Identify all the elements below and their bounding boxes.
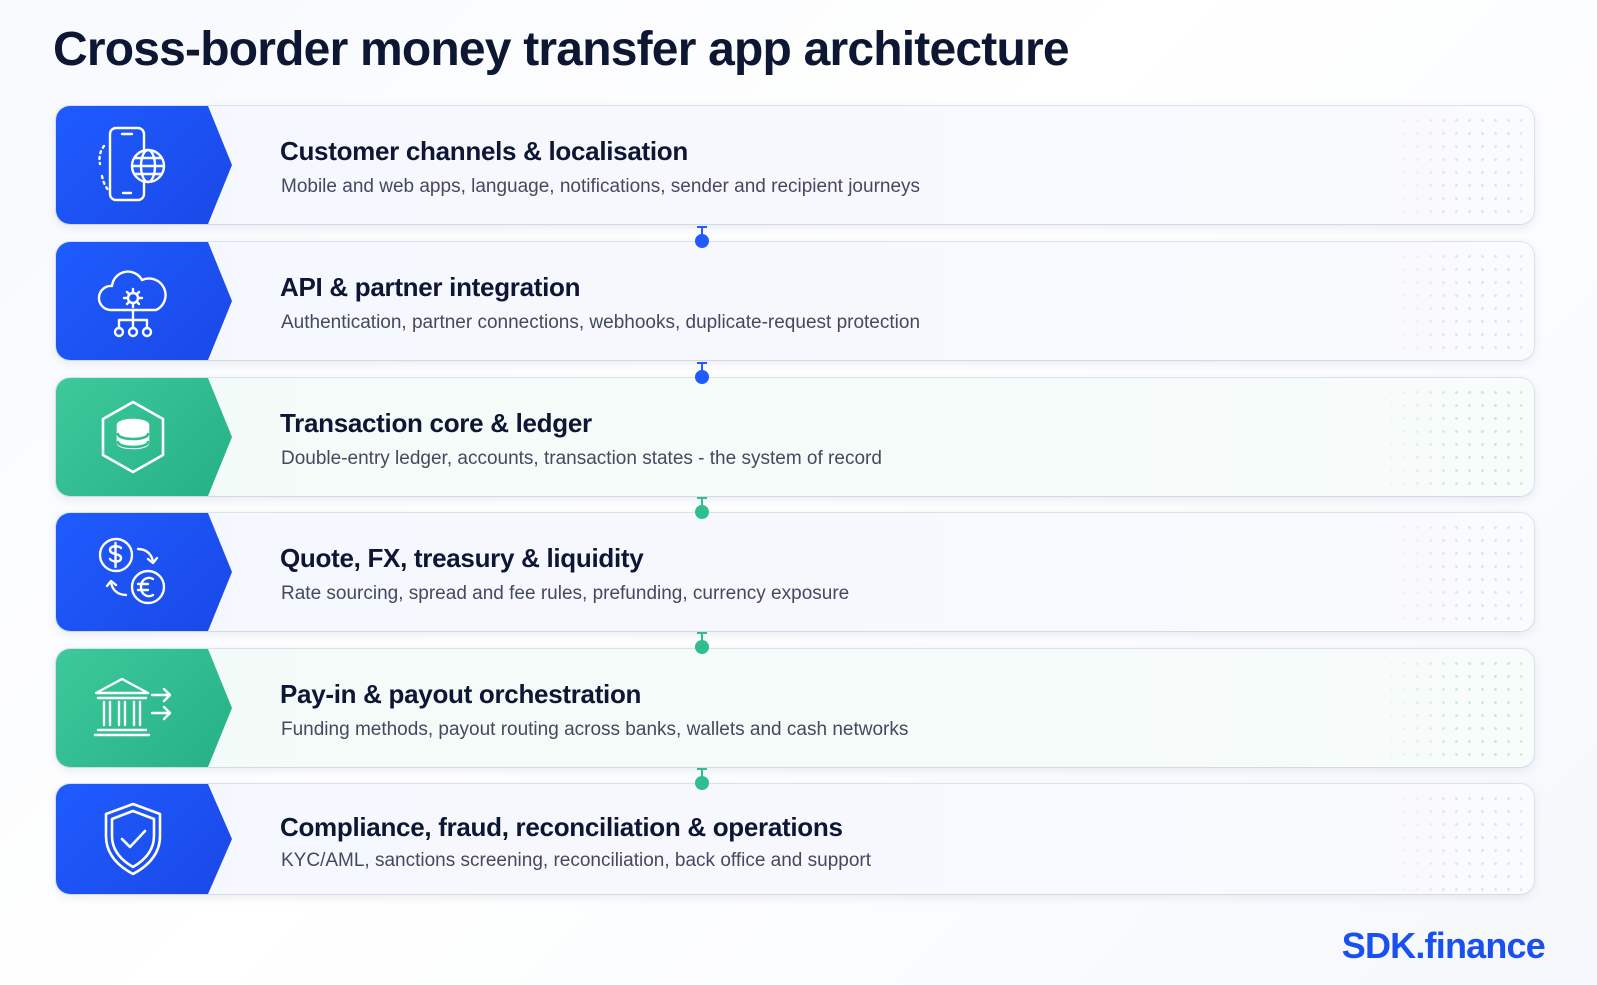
layer-icon-tab xyxy=(56,649,232,767)
layer-icon-tab xyxy=(56,242,232,360)
layer-icon-tab xyxy=(56,513,232,631)
layer-title: Transaction core & ledger xyxy=(280,408,592,438)
page-title: Cross-border money transfer app architec… xyxy=(53,23,1070,76)
connector-5 xyxy=(695,768,709,790)
layer-description: Double-entry ledger, accounts, transacti… xyxy=(281,448,882,469)
currency-exchange-icon xyxy=(98,537,166,605)
layer-description: Mobile and web apps, language, notificat… xyxy=(281,176,921,197)
brand-logo: SDK.finance xyxy=(1341,925,1546,966)
database-hexagon-icon xyxy=(101,400,165,474)
layer-title: API & partner integration xyxy=(280,272,581,302)
layer-transaction-core: Transaction core & ledger Double-entry l… xyxy=(56,378,1534,496)
layer-title: Customer channels & localisation xyxy=(280,136,688,166)
layer-icon-tab xyxy=(56,784,232,894)
connector-1 xyxy=(695,226,709,248)
connector-2 xyxy=(695,362,709,384)
layer-quote-fx: Quote, FX, treasury & liquidity Rate sou… xyxy=(56,513,1534,631)
connector-4 xyxy=(695,632,709,654)
layer-title: Quote, FX, treasury & liquidity xyxy=(280,543,644,573)
layer-icon-tab xyxy=(56,378,232,496)
layer-title: Compliance, fraud, reconciliation & oper… xyxy=(280,812,843,842)
layer-description: Authentication, partner connections, web… xyxy=(281,312,921,333)
connector-3 xyxy=(695,497,709,519)
layer-description: Funding methods, payout routing across b… xyxy=(281,719,909,740)
mobile-globe-icon xyxy=(98,126,166,202)
dot-pattern xyxy=(1372,792,1522,894)
layer-payin-payout: Pay-in & payout orchestration Funding me… xyxy=(56,649,1534,767)
layer-compliance: Compliance, fraud, reconciliation & oper… xyxy=(56,784,1534,894)
dot-pattern xyxy=(1372,657,1522,759)
dot-pattern xyxy=(1372,114,1522,216)
layer-title: Pay-in & payout orchestration xyxy=(280,679,642,709)
layer-description: Rate sourcing, spread and fee rules, pre… xyxy=(281,583,850,604)
layer-description: KYC/AML, sanctions screening, reconcilia… xyxy=(281,850,872,871)
layer-icon-tab xyxy=(56,106,232,224)
layer-customer-channels: Customer channels & localisation Mobile … xyxy=(56,106,1534,224)
bank-arrows-icon xyxy=(93,677,172,737)
shield-check-icon xyxy=(104,802,162,876)
dot-pattern xyxy=(1372,250,1522,352)
cloud-gear-network-icon xyxy=(97,270,167,338)
layer-api-integration: API & partner integration Authentication… xyxy=(56,242,1534,360)
dot-pattern xyxy=(1372,386,1522,488)
dot-pattern xyxy=(1372,521,1522,623)
